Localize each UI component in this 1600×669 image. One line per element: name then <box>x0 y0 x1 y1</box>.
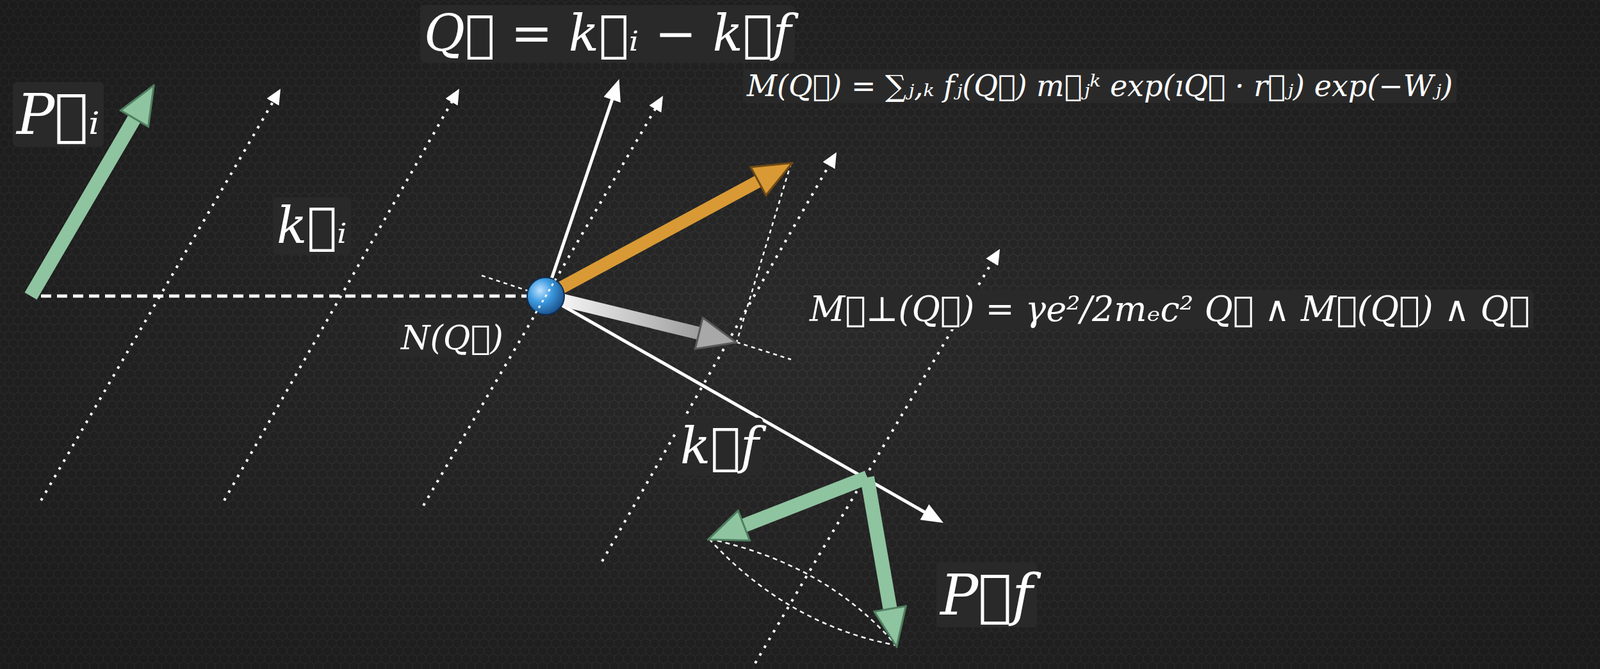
lattice-plane <box>535 278 556 314</box>
math-label: M⃗⊥(Q⃗) = γe²/2mₑc² Q⃗ ∧ M⃗(Q⃗) ∧ Q⃗ <box>805 289 1534 330</box>
lattice-plane <box>40 90 280 501</box>
scattered-wavevector <box>545 295 939 521</box>
magnetization-arrow <box>545 178 763 296</box>
lattice-plane <box>423 97 662 506</box>
atom-sphere <box>527 277 565 315</box>
lattice-plane <box>224 90 458 501</box>
precession-cone <box>709 538 897 645</box>
projection-line <box>736 342 792 360</box>
math-label: P⃗ᵢ <box>12 81 104 147</box>
math-label: M(Q⃗) = ∑ⱼ,ₖ fⱼ(Q⃗) m⃗ⱼᵏ exp(ıQ⃗ · r⃗ⱼ) … <box>742 69 1457 104</box>
math-label: k⃗f <box>676 417 763 476</box>
math-label: Q⃗ = k⃗ᵢ − k⃗f <box>420 5 795 63</box>
perpendicular-magnetization-arrow <box>545 295 704 335</box>
projection-line <box>481 275 531 292</box>
math-label: k⃗ᵢ <box>272 197 352 255</box>
math-label: N(Q⃗) <box>397 318 508 358</box>
polarization-arrow <box>739 477 868 528</box>
precession-cone <box>709 538 897 645</box>
math-label: P⃗f <box>936 562 1037 628</box>
polarization-arrow <box>867 477 891 614</box>
incident-direction <box>40 294 539 298</box>
